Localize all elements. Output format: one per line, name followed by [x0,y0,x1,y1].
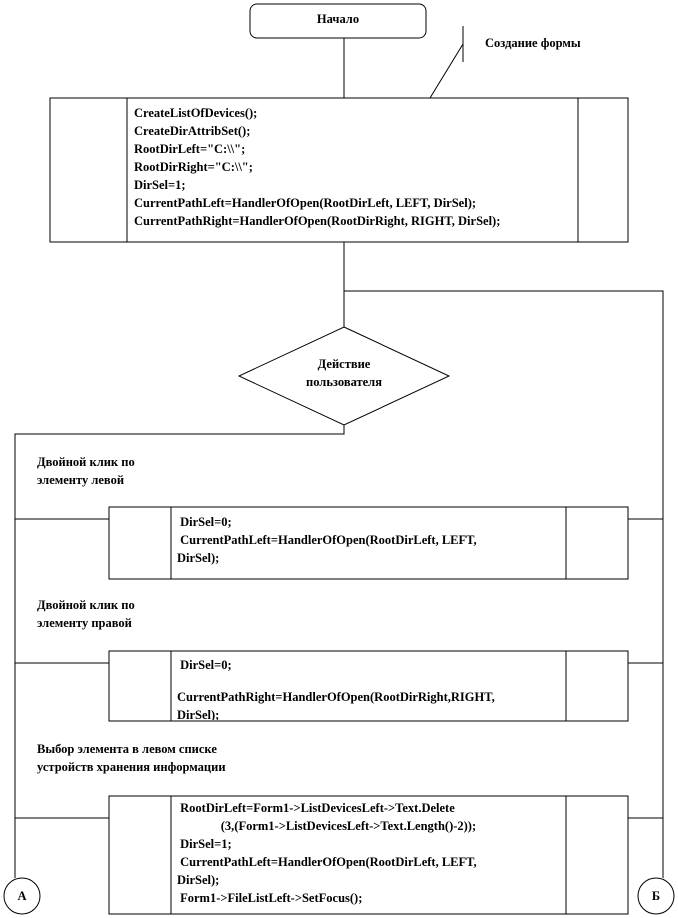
start-terminator [249,3,427,39]
case1-code-line: DirSel=0; [177,515,232,529]
case2-code-line: CurrentPathRight=HandlerOfOpen(RootDirRi… [177,690,495,704]
connector-b [637,877,675,915]
case3-code-line: RootDirLeft=Form1->ListDevicesLeft->Text… [177,801,455,815]
init-line: CreateListOfDevices(); [134,106,258,120]
loop-back-line [344,290,664,878]
case2-code: DirSel=0; CurrentPathRight=HandlerOfOpen… [177,656,565,720]
case2-process-block [108,650,629,722]
case3-code: RootDirLeft=Form1->ListDevicesLeft->Text… [177,799,565,913]
case2-label: Двойной клик по [37,598,135,612]
init-line: DirSel=1; [134,178,186,192]
connector-a-label: А [17,889,27,903]
case3-code-line: DirSel); [177,873,220,887]
case3-label: Выбор элемента в левом списке [37,742,217,756]
init-line: RootDirLeft="C:\\"; [134,142,246,156]
case3-code-line: Form1->FileListLeft->SetFocus(); [177,891,363,905]
comment-leader [429,43,464,99]
init-line: CurrentPathRight=HandlerOfOpen(RootDirRi… [134,214,501,228]
case3-code-line: DirSel=1; [177,837,232,851]
case1-label: элементу левой [37,473,125,487]
flow-line-decision [14,425,345,878]
case1-code: DirSel=0; CurrentPathLeft=HandlerOfOpen(… [177,513,565,577]
init-line: CreateDirAttribSet(); [134,124,251,138]
case2-label: элементу правой [37,616,132,630]
connector-b-label: Б [651,889,661,903]
case3-label: устройств хранения информации [37,760,226,774]
case2-code-line: DirSel=0; [177,658,232,672]
connector-a [3,877,41,915]
init-process-block [49,97,629,243]
case1-code-line: CurrentPathLeft=HandlerOfOpen(RootDirLef… [177,533,477,547]
case1-code-line: DirSel); [177,551,220,565]
decision-label-2: пользователя [306,375,382,389]
case3-code-line: (3,(Form1->ListDevicesLeft->Text.Length(… [177,819,477,833]
comment-label: Создание формы [485,36,581,50]
decision-label-1: Действие [317,357,371,371]
start-label: Начало [316,12,360,26]
case3-process-block [108,795,629,915]
init-code: CreateListOfDevices(); CreateDirAttribSe… [134,104,578,238]
case1-label: Двойной клик по [37,455,135,469]
case1-process-block [108,506,629,580]
case3-code-line: CurrentPathLeft=HandlerOfOpen(RootDirLef… [177,855,477,869]
case2-code-line: DirSel); [177,708,220,720]
init-line: CurrentPathLeft=HandlerOfOpen(RootDirLef… [134,196,477,210]
init-line: RootDirRight="C:\\"; [134,160,253,174]
